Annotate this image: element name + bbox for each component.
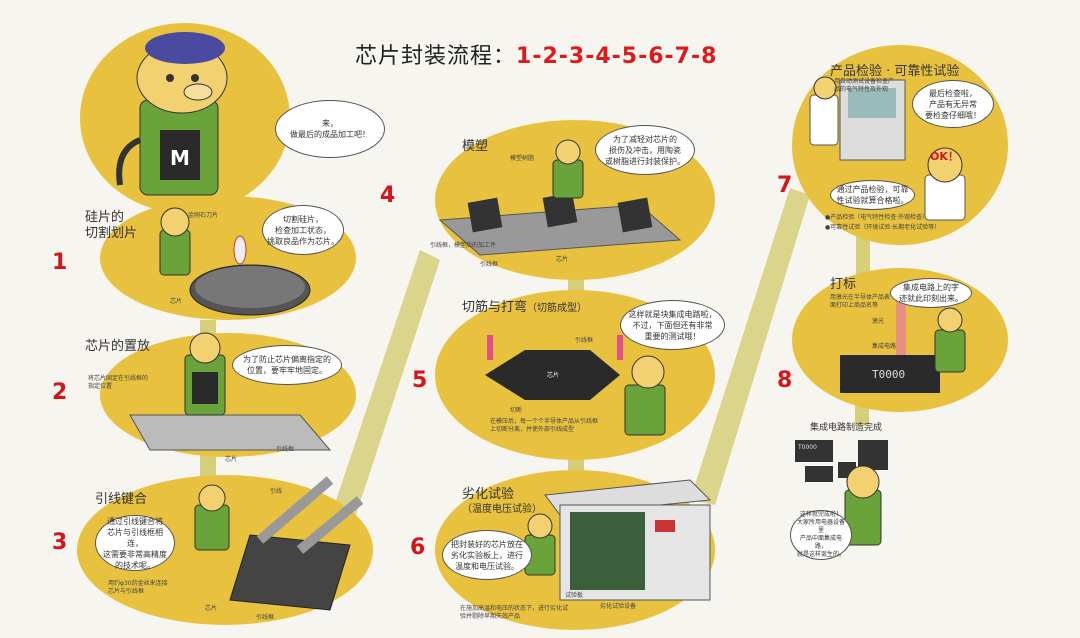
step6-label-note: 在施加高温和电压的状态下，进行劣化试验并剔除早期失效产品	[460, 605, 569, 620]
step5-title: 切筋与打弯（切筋成型）	[462, 296, 587, 315]
step-number-8: 8	[777, 368, 793, 393]
step5-title-sub: （切筋成型）	[527, 303, 588, 314]
step1-label-blade: 金刚石刀片	[188, 212, 219, 219]
step4-label-frame: 引线框	[480, 261, 499, 268]
step5-label-cut: 切断	[510, 407, 523, 414]
step2-speech-bubble: 为了防止芯片偏离指定的 位置，要牢牢地固定。	[232, 345, 342, 385]
step3-label-frame: 引线框	[256, 614, 275, 621]
flow-connector	[856, 235, 870, 275]
ok-label: OK！	[930, 150, 959, 163]
burn-in-equipment	[524, 479, 712, 601]
wafer-illustration	[159, 207, 311, 316]
robot-mascot-intro: M	[116, 32, 228, 196]
step3-label-wire: 引线	[270, 488, 283, 495]
step6-label-board: 试验板	[565, 592, 584, 599]
step2-title: 芯片的置放	[85, 339, 151, 354]
step8-title: 打标	[830, 277, 857, 292]
wire-bonding-illustration	[194, 476, 364, 611]
step6-title-main: 劣化试验	[462, 487, 515, 502]
step4-title: 模塑	[462, 139, 489, 154]
step1-title: 硅片的 切割划片	[85, 210, 138, 241]
intro-speech-bubble: 来， 做最后的成品加工吧！	[275, 100, 385, 158]
step-number-3: 3	[52, 530, 68, 555]
step-number-2: 2	[52, 380, 68, 405]
step1-label-chip: 芯片	[170, 298, 183, 305]
step5-speech-bubble: 这样就是块集成电路啦， 不过，下面但还有非常 重要的测试哦！	[620, 300, 725, 350]
step5-label-chip: 芯片	[547, 372, 560, 379]
leadframe-illustration	[129, 332, 332, 451]
svg-text:M: M	[170, 146, 190, 170]
flow-connector	[320, 250, 440, 548]
step7-title: 产品检验 · 可靠性试验	[830, 64, 960, 79]
trim-form-illustration	[485, 335, 666, 436]
step3-label-note: 用约φ30的金丝来连接芯片与引线框	[108, 580, 168, 595]
step-number-7: 7	[777, 173, 793, 198]
step6-speech-bubble: 把封装好的芯片放在 劣化实验板上，进行 温度和电压试验。	[442, 530, 532, 580]
page-title: 芯片封装流程：1-2-3-4-5-6-7-8	[355, 38, 717, 70]
step8-label-note: 用激光在半导体产品表面打印上商品名等	[830, 294, 891, 309]
title-text: 芯片封装流程：	[355, 44, 517, 69]
step4-label-resin: 模塑树脂	[510, 155, 535, 162]
step-number-1: 1	[52, 250, 68, 275]
step2-label-frame: 引线框	[276, 446, 295, 453]
step6-label-equipment: 劣化试验设备	[600, 603, 637, 610]
step8-label-ic: 集成电路	[872, 343, 897, 350]
finish-speech-bubble: 这样就完成啦！ 大家所用电器设备里 产品中面集成电路， 就是这样诞生的。	[790, 510, 852, 560]
title-numbers: 1-2-3-4-5-6-7-8	[516, 44, 718, 69]
step3-label-chip: 芯片	[205, 605, 218, 612]
step5-label-note: 在模压后，每一个个半导体产品从引线框上切断分离，并使外部引线成型	[490, 418, 599, 433]
step4-label-note: 引线框，模塑后的加工件	[430, 242, 497, 249]
step-number-4: 4	[380, 183, 396, 208]
step4-speech-bubble: 为了减轻对芯片的 损伤及冲击，用陶瓷 或树脂进行封装保护。	[595, 125, 695, 175]
flow-connector	[690, 188, 810, 505]
step1-speech-bubble: 切割硅片， 检查加工状态， 挑取良品作为芯片。	[262, 205, 344, 255]
step6-title-sub: （温度电压试验）	[462, 504, 542, 515]
step7-speech-bubble-2: 通过产品检验，可靠 性试验就算合格啦。	[830, 180, 915, 210]
step2-label-note: 将芯片固定在引线框的指定位置	[88, 375, 149, 390]
marked-chip-text: T0000	[872, 368, 906, 381]
step8-label-laser: 激光	[872, 318, 885, 325]
step2-label-chip: 芯片	[225, 456, 238, 463]
inspection-illustration	[809, 76, 966, 221]
step5-label-frame: 引线框	[575, 337, 594, 344]
step3-speech-bubble: 通过引线键合将 芯片与引线框相连， 这需要非常高精度 的技术呢。	[95, 515, 175, 571]
step7-label-note: 用自动测试设备检查产品的电气特性及外观	[834, 78, 895, 93]
marking-illustration	[840, 295, 966, 393]
finished-chip-text: T0000	[798, 444, 817, 451]
step3-title: 引线键合	[95, 492, 148, 507]
step7-label-inspection: ●产品检验（电气特性检查·外观检查）	[825, 214, 929, 221]
step6-title: 劣化试验 （温度电压试验）	[462, 487, 542, 517]
step-number-5: 5	[412, 368, 428, 393]
finish-title: 集成电路制造完成	[810, 423, 883, 433]
molding-illustration	[438, 139, 682, 256]
step4-label-chip: 芯片	[556, 256, 569, 263]
step8-speech-bubble: 集成电路上的字 迹就此印刻出来。	[890, 278, 972, 308]
step7-label-reliability: ●可靠性试验（环境试验·长期老化试验等）	[825, 224, 941, 231]
step5-title-main: 切筋与打弯	[462, 300, 528, 315]
step7-speech-bubble: 最后检查啦， 产品有无异常 要检查仔细哦！	[912, 80, 994, 128]
step-number-6: 6	[410, 535, 426, 560]
